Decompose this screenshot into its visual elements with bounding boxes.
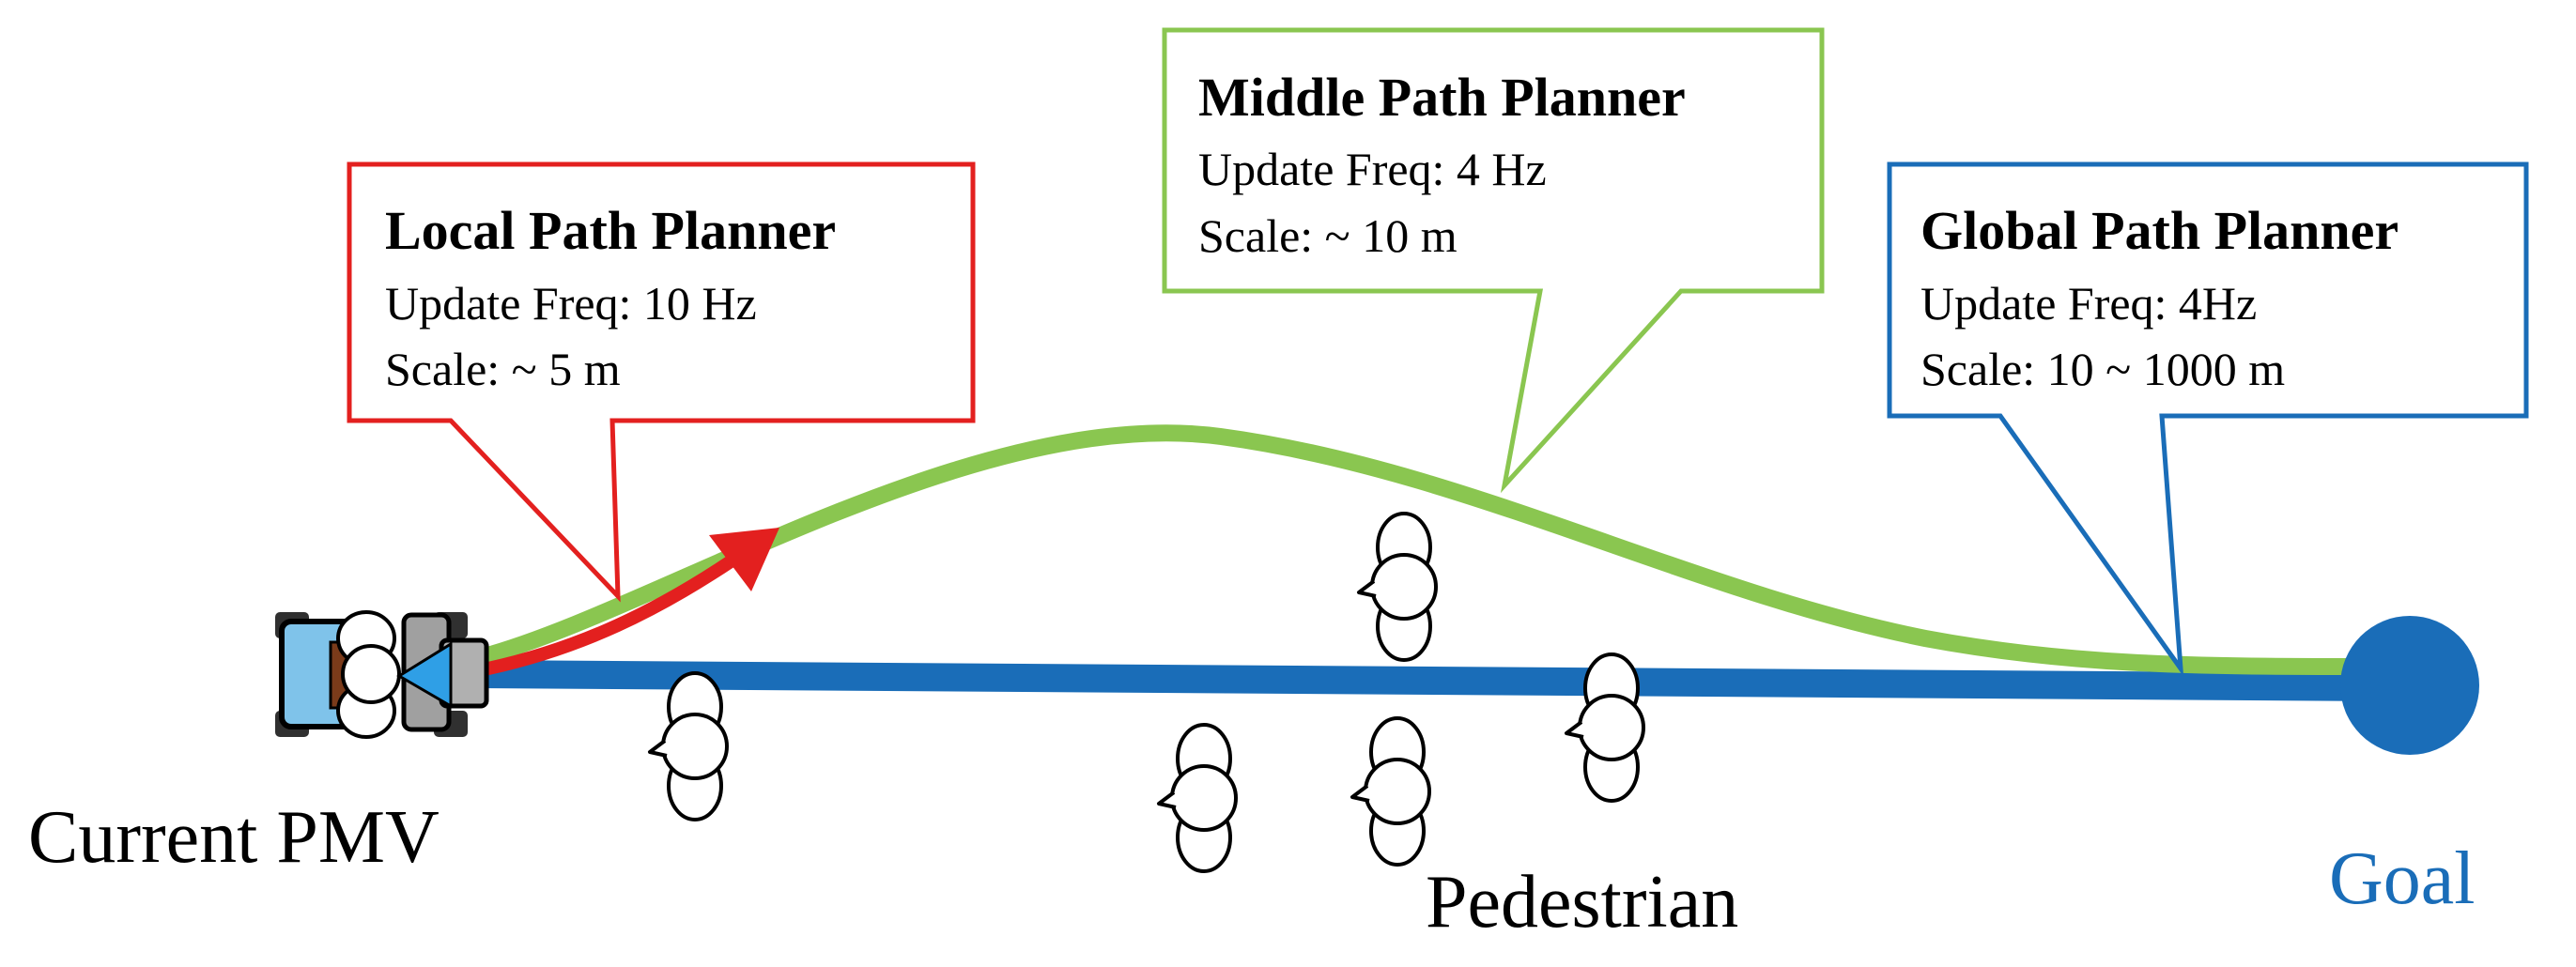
pmv-vehicle-icon xyxy=(275,610,489,739)
middle-planner-scale: Scale: ~ 10 m xyxy=(1198,209,1458,262)
local-planner-freq: Update Freq: 10 Hz xyxy=(385,277,757,330)
pedestrian-icon xyxy=(648,671,729,821)
local-path-arrowhead xyxy=(709,528,779,591)
local-planner-callout: Local Path Planner Update Freq: 10 Hz Sc… xyxy=(347,161,976,603)
pedestrian-icon xyxy=(1350,716,1431,867)
global-planner-callout: Global Path Planner Update Freq: 4Hz Sca… xyxy=(1887,161,2529,677)
local-planner-scale: Scale: ~ 5 m xyxy=(385,343,621,395)
global-planner-freq: Update Freq: 4Hz xyxy=(1920,277,2257,330)
pedestrian-icon xyxy=(1157,723,1238,873)
global-planner-scale: Scale: 10 ~ 1000 m xyxy=(1920,343,2285,395)
pedestrian-icon xyxy=(1357,512,1438,662)
global-path xyxy=(469,660,2386,701)
middle-planner-freq: Update Freq: 4 Hz xyxy=(1198,143,1547,195)
local-path xyxy=(482,555,737,675)
goal-label: Goal xyxy=(2329,837,2476,920)
current-pmv-label: Current PMV xyxy=(28,796,440,879)
middle-planner-callout: Middle Path Planner Update Freq: 4 Hz Sc… xyxy=(1162,27,1825,494)
global-planner-title: Global Path Planner xyxy=(1920,200,2399,261)
middle-path xyxy=(472,424,2366,675)
goal-marker xyxy=(2340,616,2479,755)
middle-planner-title: Middle Path Planner xyxy=(1198,67,1686,128)
pedestrian-label: Pedestrian xyxy=(1426,861,1738,944)
local-planner-title: Local Path Planner xyxy=(385,200,836,261)
